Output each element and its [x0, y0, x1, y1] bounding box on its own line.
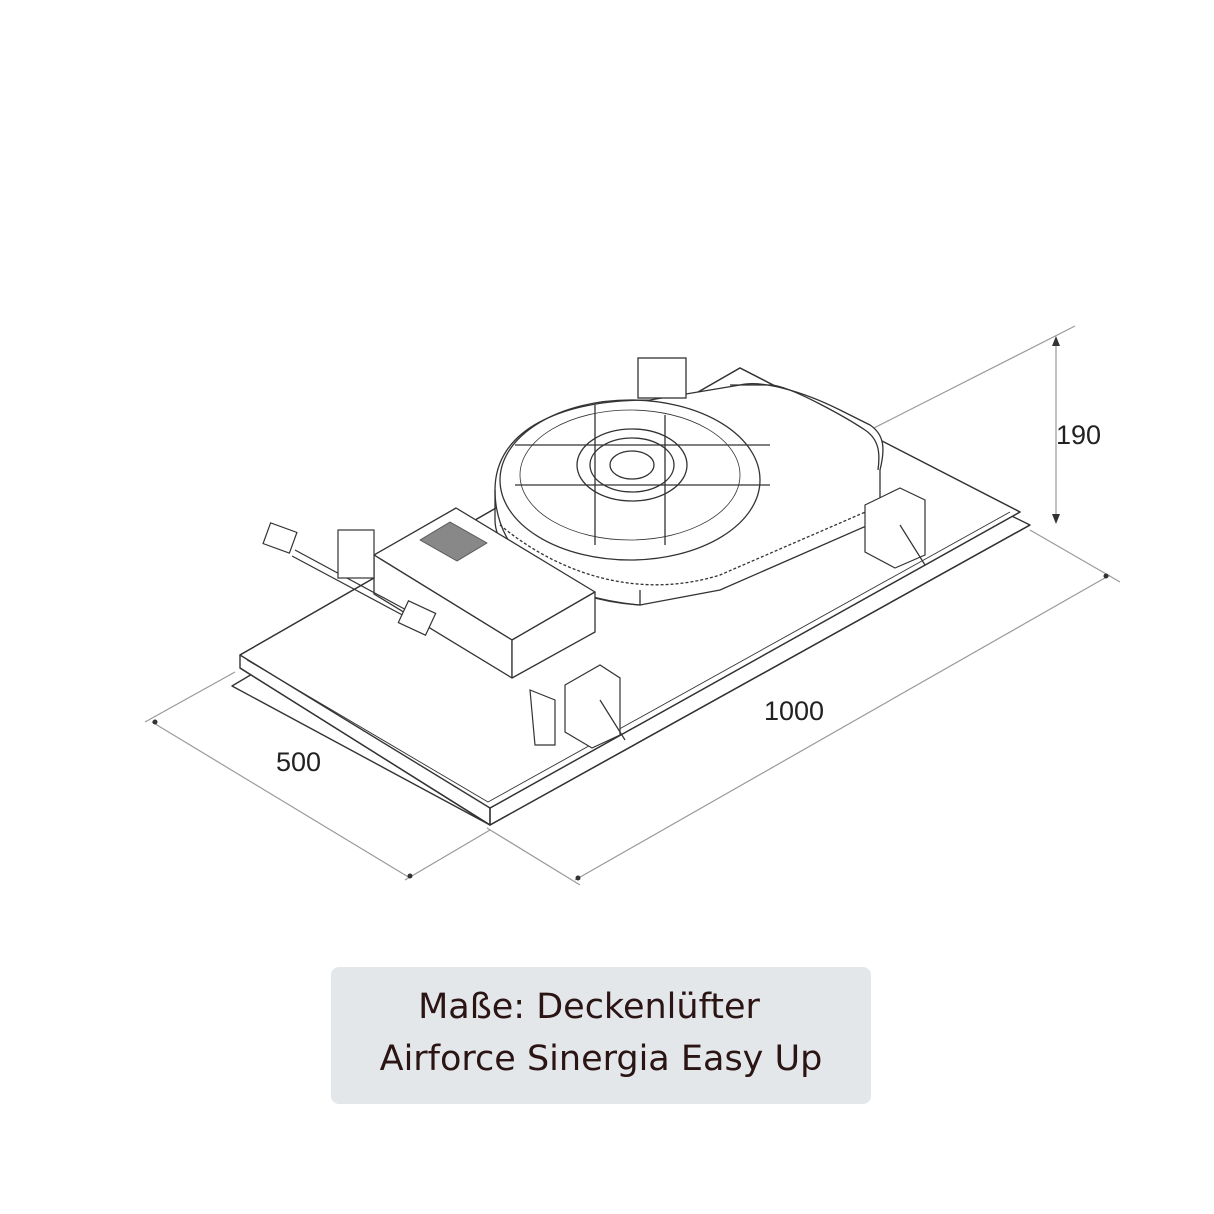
caption-box: Maße: Deckenlüfter Airforce Sinergia Eas… [331, 967, 871, 1104]
dimension-arrowheads [152, 336, 1109, 881]
dimension-length-label: 1000 [764, 696, 825, 726]
power-cable-plug [262, 522, 437, 637]
caption-line-2: Airforce Sinergia Easy Up [379, 1039, 823, 1079]
dimension-lines [144, 325, 1121, 886]
dimension-width-label: 500 [276, 747, 322, 777]
control-box [373, 507, 596, 679]
vent-grille-icon [419, 521, 488, 562]
dimension-height-label: 190 [1056, 420, 1102, 450]
mounting-brackets [529, 487, 926, 749]
caption-line-1: Maße: Deckenlüfter [418, 987, 760, 1027]
